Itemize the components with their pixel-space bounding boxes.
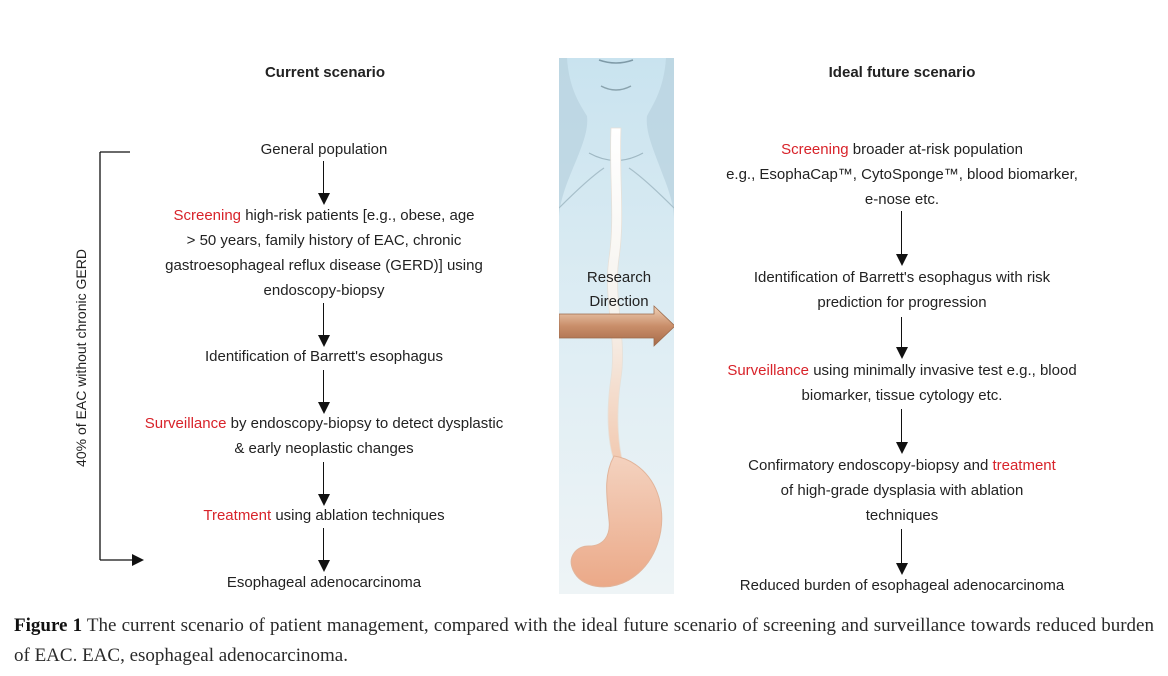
ideal-highlight-term: Surveillance: [727, 362, 810, 379]
caption-label: Figure 1: [14, 615, 83, 636]
down-arrow-icon: [318, 303, 330, 347]
current-step-line: Identification of Barrett's esophagus: [114, 344, 534, 369]
ideal-highlight-term: Screening: [781, 141, 849, 158]
ideal-step-line: prediction for progression: [692, 290, 1112, 315]
current-scenario-heading: Current scenario: [264, 64, 386, 81]
current-step-6: Esophageal adenocarcinoma: [114, 570, 534, 595]
side-bracket: [99, 151, 144, 566]
ideal-step-text: prediction for progression: [817, 294, 987, 311]
ideal-step-5: Reduced burden of esophageal adenocarcin…: [692, 573, 1112, 598]
esophagus-anatomy-illustration: [559, 58, 674, 594]
current-step-line: Surveillance by endoscopy-biopsy to dete…: [114, 411, 534, 436]
current-step-text: by endoscopy-biopsy to detect dysplastic: [226, 415, 504, 432]
down-arrow-icon: [896, 529, 908, 575]
current-step-text: > 50 years, family history of EAC, chron…: [186, 232, 462, 249]
current-step-5: Treatment using ablation techniques: [114, 503, 534, 528]
down-arrow-icon: [896, 211, 908, 266]
right-arrow-icon: [559, 305, 674, 347]
current-step-text: using ablation techniques: [271, 507, 445, 524]
down-arrow-icon: [896, 409, 908, 454]
ideal-step-text: techniques: [865, 507, 939, 524]
research-label-line1: Research: [586, 269, 652, 286]
current-step-line: Esophageal adenocarcinoma: [114, 570, 534, 595]
down-arrow-icon: [318, 161, 330, 205]
current-step-line: & early neoplastic changes: [114, 436, 534, 461]
current-step-text: high-risk patients [e.g., obese, age: [241, 207, 475, 224]
current-step-text: Identification of Barrett's esophagus: [204, 348, 443, 365]
research-direction-label: Research Direction: [559, 266, 679, 314]
caption-text: The current scenario of patient manageme…: [14, 615, 1154, 666]
ideal-step-text: e-nose etc.: [864, 191, 940, 208]
ideal-step-text: of high-grade dysplasia with ablation: [780, 482, 1024, 499]
ideal-step-text: Identification of Barrett's esophagus wi…: [753, 269, 1051, 286]
current-step-text: & early neoplastic changes: [234, 440, 414, 457]
ideal-step-line: biomarker, tissue cytology etc.: [692, 383, 1112, 408]
current-step-line: > 50 years, family history of EAC, chron…: [114, 228, 534, 253]
ideal-step-line: Identification of Barrett's esophagus wi…: [692, 265, 1112, 290]
current-step-text: gastroesophageal reflux disease (GERD)] …: [165, 257, 483, 274]
current-highlight-term: Surveillance: [144, 415, 227, 432]
side-label: 40% of EAC without chronic GERD: [73, 249, 89, 467]
ideal-step-1: Screening broader at-risk population e.g.…: [692, 137, 1112, 212]
ideal-step-line: techniques: [692, 503, 1112, 528]
current-step-text: General population: [260, 141, 388, 158]
ideal-step-line: Screening broader at-risk population: [692, 137, 1112, 162]
ideal-step-text: using minimally invasive test e.g., bloo…: [809, 362, 1077, 379]
down-arrow-icon: [318, 370, 330, 414]
ideal-step-line: Reduced burden of esophageal adenocarcin…: [692, 573, 1112, 598]
down-arrow-icon: [318, 462, 330, 506]
down-arrow-icon: [896, 317, 908, 359]
ideal-step-text: broader at-risk population: [848, 141, 1023, 158]
ideal-step-line: of high-grade dysplasia with ablation: [692, 478, 1112, 503]
down-arrow-icon: [318, 528, 330, 572]
ideal-scenario-heading: Ideal future scenario: [828, 64, 976, 81]
ideal-step-text: Reduced burden of esophageal adenocarcin…: [739, 577, 1065, 594]
ideal-step-line: Confirmatory endoscopy-biopsy and treatm…: [692, 453, 1112, 478]
ideal-highlight-term: treatment: [992, 457, 1056, 474]
ideal-step-text: e.g., EsophaCap™, CytoSponge™, blood bio…: [726, 166, 1078, 183]
ideal-step-text: biomarker, tissue cytology etc.: [801, 387, 1003, 404]
ideal-step-4: Confirmatory endoscopy-biopsy and treatm…: [692, 453, 1112, 528]
ideal-step-line: e.g., EsophaCap™, CytoSponge™, blood bio…: [692, 162, 1112, 187]
current-highlight-term: Treatment: [203, 507, 272, 524]
ideal-step-2: Identification of Barrett's esophagus wi…: [692, 265, 1112, 315]
current-step-4: Surveillance by endoscopy-biopsy to dete…: [114, 411, 534, 461]
ideal-step-text: Confirmatory endoscopy-biopsy and: [748, 457, 993, 474]
ideal-step-line: Surveillance using minimally invasive te…: [692, 358, 1112, 383]
current-step-1: General population: [114, 137, 534, 162]
current-step-3: Identification of Barrett's esophagus: [114, 344, 534, 369]
current-step-line: endoscopy-biopsy: [114, 278, 534, 303]
ideal-step-3: Surveillance using minimally invasive te…: [692, 358, 1112, 408]
figure-caption: Figure 1 The current scenario of patient…: [14, 611, 1154, 671]
ideal-step-line: e-nose etc.: [692, 187, 1112, 212]
current-highlight-term: Screening: [173, 207, 242, 224]
current-step-line: General population: [114, 137, 534, 162]
research-label-line2: Direction: [589, 293, 649, 310]
current-step-text: endoscopy-biopsy: [263, 282, 385, 299]
current-step-line: Screening high-risk patients [e.g., obes…: [114, 203, 534, 228]
current-step-text: Esophageal adenocarcinoma: [226, 574, 422, 591]
current-step-line: Treatment using ablation techniques: [114, 503, 534, 528]
current-step-2: Screening high-risk patients [e.g., obes…: [114, 203, 534, 303]
current-step-line: gastroesophageal reflux disease (GERD)] …: [114, 253, 534, 278]
